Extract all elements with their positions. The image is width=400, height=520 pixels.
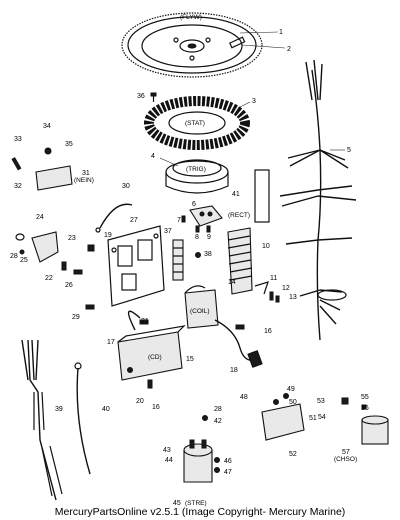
callout-12: 12 xyxy=(282,285,290,292)
callout-28: 28 xyxy=(10,253,18,260)
code-trig: (TRIG) xyxy=(186,166,206,173)
decal xyxy=(254,169,270,223)
callout-41: 41 xyxy=(232,191,240,198)
callout-30: 30 xyxy=(122,183,130,190)
code-chso: (CHSO) xyxy=(334,456,357,463)
switch-bracket xyxy=(261,393,305,441)
callout-13: 13 xyxy=(289,294,297,301)
callout-20: 20 xyxy=(136,398,144,405)
callout-24: 24 xyxy=(36,214,44,221)
callout-14: 14 xyxy=(228,279,236,286)
callout-35: 35 xyxy=(65,141,73,148)
ground-cable xyxy=(74,362,91,475)
callout-34: 34 xyxy=(43,123,51,130)
callout-7: 7 xyxy=(177,217,181,224)
terminal-block xyxy=(227,227,253,295)
callout-26: 26 xyxy=(65,282,73,289)
callout-55: 55 xyxy=(361,394,369,401)
choke-solenoid xyxy=(341,397,389,445)
battery-cable xyxy=(21,339,63,501)
callout-49: 49 xyxy=(287,386,295,393)
callout-29: 29 xyxy=(72,314,80,321)
callout-19: 19 xyxy=(104,232,112,239)
callout-9: 9 xyxy=(207,234,211,241)
callout-45: 45 xyxy=(173,500,181,507)
callout-16b: 16 xyxy=(152,404,160,411)
callout-15: 15 xyxy=(186,356,194,363)
code-cd: (CD) xyxy=(148,354,162,361)
starter-solenoid xyxy=(183,415,220,483)
callout-22: 22 xyxy=(45,275,53,282)
callout-28b: 28 xyxy=(214,406,222,413)
callout-6: 6 xyxy=(192,201,196,208)
callout-36: 36 xyxy=(137,93,145,100)
callout-57: 57 xyxy=(342,449,350,456)
callout-11: 11 xyxy=(270,275,277,282)
callout-46: 46 xyxy=(224,458,232,465)
callout-32: 32 xyxy=(14,183,22,190)
copyright-caption: MercuryPartsOnline v2.5.1 (Image Copyrig… xyxy=(54,506,346,518)
callout-21: 21 xyxy=(141,318,149,325)
callout-17: 17 xyxy=(107,339,115,346)
callout-1: 1 xyxy=(279,29,283,36)
callout-56: 56 xyxy=(361,405,369,412)
callout-37: 37 xyxy=(164,228,172,235)
callout-40: 40 xyxy=(102,406,110,413)
code-coil: (COIL) xyxy=(190,308,210,315)
callout-54: 54 xyxy=(318,414,326,421)
terminal-strip xyxy=(172,239,201,281)
callout-50: 50 xyxy=(289,399,297,406)
callout-52: 52 xyxy=(289,451,297,458)
callout-25: 25 xyxy=(20,257,28,264)
rectifier xyxy=(181,205,223,233)
callout-8: 8 xyxy=(195,234,199,241)
callout-43: 43 xyxy=(163,447,171,454)
callout-38: 38 xyxy=(204,251,212,258)
component-codes: (FLYW) (STAT) (TRIG) (RECT) (NEIN) (COIL… xyxy=(74,14,357,507)
mounting-plate xyxy=(107,225,165,307)
ground-wire xyxy=(95,203,133,233)
callout-48: 48 xyxy=(240,394,248,401)
callout-42: 42 xyxy=(214,418,222,425)
callout-47: 47 xyxy=(224,469,232,476)
code-flyw: (FLYW) xyxy=(180,14,202,21)
trigger xyxy=(159,157,229,194)
callout-23: 23 xyxy=(68,235,76,242)
cd-module xyxy=(117,310,186,381)
bracket xyxy=(15,231,59,263)
flywheel xyxy=(121,12,286,78)
flywheel-screw xyxy=(150,92,157,102)
code-stre: (STRE) xyxy=(185,500,207,507)
callout-44: 44 xyxy=(165,457,173,464)
mounting-hardware xyxy=(254,281,280,303)
code-rect: (RECT) xyxy=(228,212,250,219)
callout-16: 16 xyxy=(264,328,272,335)
stator xyxy=(144,96,251,150)
callout-4: 4 xyxy=(151,153,155,160)
code-stat: (STAT) xyxy=(185,120,205,127)
callout-39: 39 xyxy=(55,406,63,413)
callout-numbers: 1 2 3 4 5 6 7 8 9 10 11 12 13 14 15 16 1… xyxy=(10,29,369,507)
callout-33: 33 xyxy=(14,136,22,143)
callout-18: 18 xyxy=(230,367,238,374)
callout-10: 10 xyxy=(262,243,270,250)
callout-51: 51 xyxy=(309,415,317,422)
ignition-coil xyxy=(184,285,263,368)
callout-5: 5 xyxy=(347,147,351,154)
wiring-harness xyxy=(279,59,357,341)
callout-31: 31 xyxy=(82,170,90,177)
callout-2: 2 xyxy=(287,46,291,53)
screws xyxy=(61,244,245,389)
callout-53: 53 xyxy=(317,398,325,405)
rev-limiter xyxy=(11,147,73,191)
code-nein: (NEIN) xyxy=(74,177,94,184)
callout-27: 27 xyxy=(130,217,138,224)
callout-3: 3 xyxy=(252,98,256,105)
